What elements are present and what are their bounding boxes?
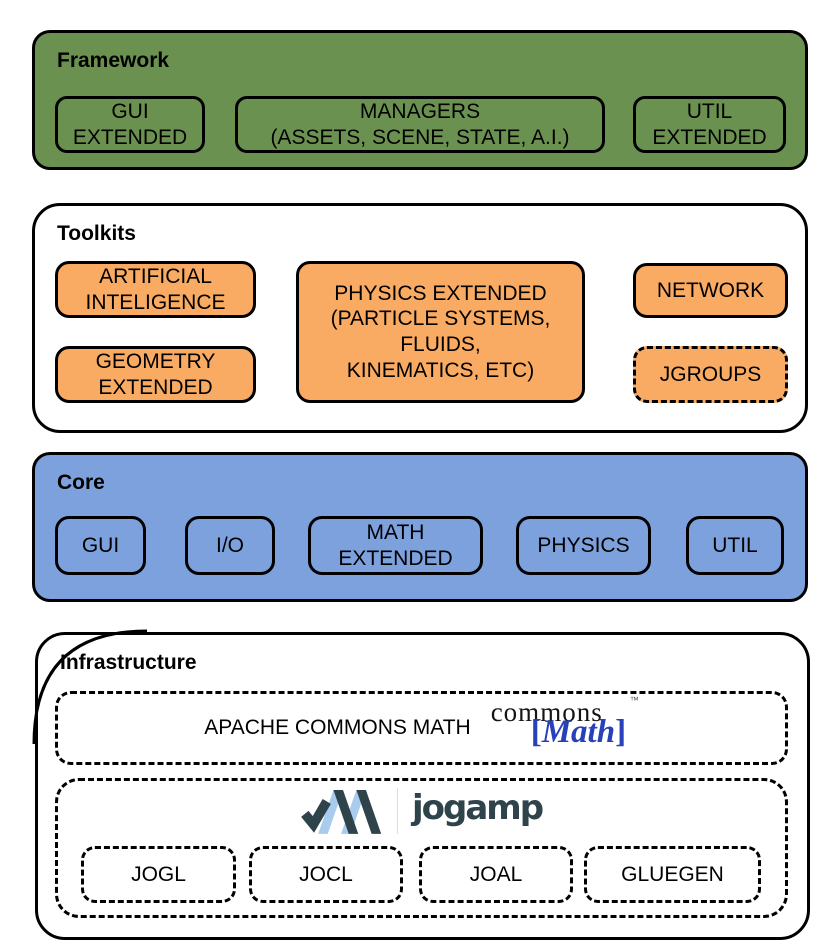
toolkits-box-artificial-intelligence: ARTIFICIAL INTELIGENCE [55, 261, 256, 318]
core-box-physics: PHYSICS [516, 516, 651, 575]
apache-commons-math-label: APACHE COMMONS MATH [204, 716, 471, 740]
jogamp-box-joal: JOAL [419, 846, 573, 903]
jogamp-box-gluegen: GLUEGEN [584, 846, 761, 903]
core-box-io: I/O [185, 516, 275, 575]
framework-box-managers: MANAGERS (ASSETS, SCENE, STATE, A.I.) [235, 96, 605, 153]
commons-math-logo: commons [Math] ™ [487, 695, 639, 757]
infrastructure-layer: Infrastructure APACHE COMMONS MATH commo… [32, 629, 810, 940]
framework-layer: Framework GUI EXTENDED MANAGERS (ASSETS,… [32, 30, 808, 170]
jogamp-logo: jogamp [58, 786, 785, 836]
jogamp-group-box: jogamp JOGL JOCL JOAL GLUEGEN [55, 778, 788, 918]
toolkits-box-network: NETWORK [633, 263, 788, 318]
core-box-gui: GUI [55, 516, 146, 575]
core-box-math-extended: MATH EXTENDED [308, 516, 483, 575]
core-title: Core [57, 471, 105, 494]
toolkits-box-geometry-extended: GEOMETRY EXTENDED [55, 346, 256, 403]
apache-commons-math-box: APACHE COMMONS MATH commons [Math] ™ [55, 691, 788, 765]
framework-box-util-extended: UTIL EXTENDED [633, 96, 786, 153]
trademark-symbol: ™ [629, 695, 639, 705]
jogamp-logo-mark-icon [301, 790, 382, 834]
jogamp-box-jogl: JOGL [81, 846, 236, 903]
commons-math-logo-math-text: [Math] [530, 714, 627, 750]
core-layer: Core GUI I/O MATH EXTENDED PHYSICS UTIL [32, 452, 808, 602]
jogamp-wordmark: jogamp [396, 788, 544, 834]
toolkits-box-physics-extended: PHYSICS EXTENDED (PARTICLE SYSTEMS, FLUI… [296, 261, 585, 403]
core-box-util: UTIL [686, 516, 784, 575]
commons-math-logo-commons-text: commons [490, 697, 603, 727]
toolkits-title: Toolkits [57, 222, 136, 245]
jogamp-box-jocl: JOCL [249, 846, 403, 903]
toolkits-box-jgroups: JGROUPS [633, 346, 788, 403]
infrastructure-title: Infrastructure [60, 651, 197, 674]
toolkits-layer: Toolkits ARTIFICIAL INTELIGENCE GEOMETRY… [32, 203, 808, 433]
framework-title: Framework [57, 49, 170, 72]
framework-box-gui-extended: GUI EXTENDED [55, 96, 205, 153]
